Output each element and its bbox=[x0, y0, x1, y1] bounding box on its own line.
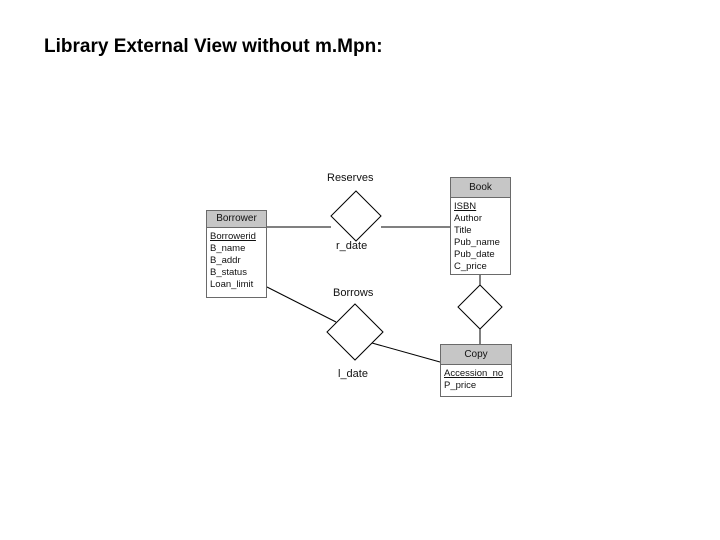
entity-book-name: Book bbox=[451, 178, 510, 198]
relationship-borrows-diamond bbox=[326, 303, 384, 361]
attribute-title: Title bbox=[454, 225, 472, 236]
relationship-reserves-attribute: r_date bbox=[336, 240, 368, 252]
attribute-b-name: B_name bbox=[210, 243, 246, 254]
entity-copy-name: Copy bbox=[441, 345, 511, 365]
attribute-p-price: P_price bbox=[444, 380, 477, 391]
attribute-pub-date: Pub_date bbox=[454, 249, 495, 260]
attribute-loan-limit: Loan_limit bbox=[210, 279, 254, 290]
attribute-borrowerid: Borrowerid bbox=[210, 231, 256, 242]
relationship-borrows-attribute: l_date bbox=[338, 368, 368, 380]
attribute-b-status: B_status bbox=[210, 267, 247, 278]
relationship-borrows-label: Borrows bbox=[333, 287, 374, 299]
attribute-pub-name: Pub_name bbox=[454, 237, 500, 248]
attribute-c-price: C_price bbox=[454, 261, 487, 272]
connector-borrows-copy bbox=[371, 342, 441, 363]
attribute-author: Author bbox=[454, 213, 482, 224]
entity-book-attributes: ISBN Author Title Pub_name Pub_date C_pr… bbox=[451, 198, 510, 275]
entity-copy-attributes: Accession_no P_price bbox=[441, 365, 511, 394]
entity-borrower: Borrower Borrowerid B_name B_addr B_stat… bbox=[206, 210, 267, 298]
relationship-reserves-diamond bbox=[330, 190, 382, 242]
attribute-isbn: ISBN bbox=[454, 201, 477, 212]
connector-borrower-borrows bbox=[266, 286, 337, 323]
entity-borrower-attributes: Borrowerid B_name B_addr B_status Loan_l… bbox=[207, 228, 266, 293]
entity-book: Book ISBN Author Title Pub_name Pub_date… bbox=[450, 177, 511, 275]
relationship-book-copy-diamond bbox=[457, 284, 503, 330]
attribute-accession-no: Accession_no bbox=[444, 368, 504, 379]
attribute-b-addr: B_addr bbox=[210, 255, 241, 266]
relationship-reserves-label: Reserves bbox=[327, 172, 374, 184]
entity-borrower-name: Borrower bbox=[207, 211, 266, 228]
page-title: Library External View without m.Mpn: bbox=[44, 36, 383, 57]
entity-copy: Copy Accession_no P_price bbox=[440, 344, 512, 397]
